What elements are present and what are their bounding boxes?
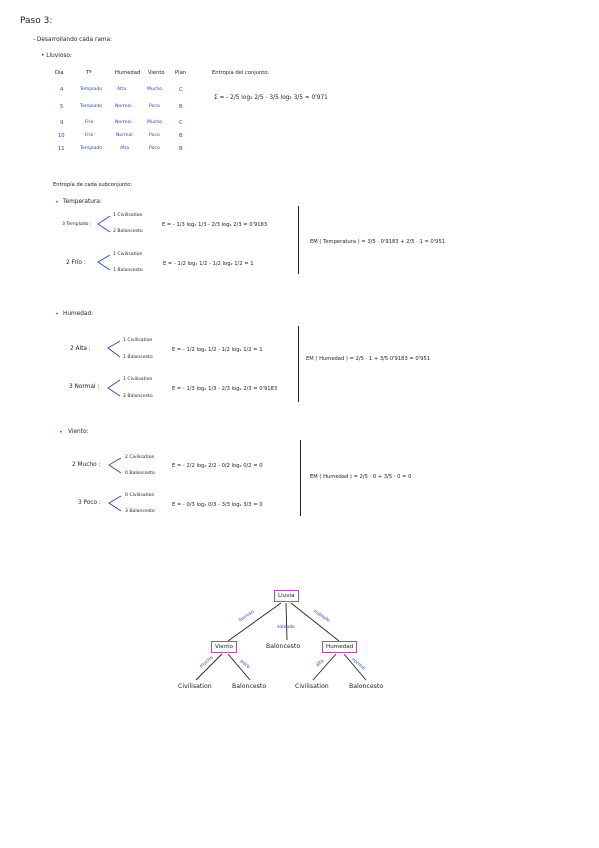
subset-label: 3 Normal : bbox=[69, 384, 100, 390]
cell: Templado bbox=[80, 87, 103, 92]
cell: C bbox=[179, 120, 183, 126]
cell: Normal bbox=[116, 133, 133, 138]
entropia-conjunto-label: Entropía del conjunto: bbox=[212, 70, 270, 76]
cell: B bbox=[179, 133, 183, 139]
branch-label: 2 Baloncesto bbox=[123, 394, 153, 399]
branch-label: 1 Civilisation bbox=[123, 377, 153, 382]
cell: B bbox=[179, 146, 183, 152]
cell: 9 bbox=[60, 120, 64, 126]
em-result: EM ( Humedad ) = 2/5 · 1 + 3/5 0'9183 = … bbox=[306, 356, 431, 362]
cell: Normal bbox=[115, 104, 132, 109]
tree-leaf: Baloncesto bbox=[349, 683, 384, 690]
cell: 11 bbox=[58, 146, 65, 152]
tree-leaf: Baloncesto bbox=[232, 683, 267, 690]
tree-leaf-middle: Baloncesto bbox=[266, 643, 301, 650]
header-dia: Día bbox=[55, 70, 64, 76]
bullet-icon: • bbox=[55, 310, 59, 318]
lluvioso-heading: • Lluvioso: bbox=[41, 53, 72, 59]
subset-label: 3 Templado : bbox=[62, 222, 92, 227]
subset-label: 2 Frío : bbox=[66, 260, 86, 266]
tree-leaf: Civilisation bbox=[178, 683, 212, 690]
entropy-formula: E = - 1/2 log₂ 1/2 - 1/2 log₂ 1/2 = 1 bbox=[172, 347, 263, 353]
tree-edges bbox=[195, 602, 367, 681]
entropy-formula: E = - 2/2 log₂ 2/2 - 0/2 log₂ 0/2 = 0 bbox=[172, 463, 263, 469]
subset-label: 3 Poco : bbox=[78, 500, 101, 506]
edge-label: soleado bbox=[277, 625, 295, 630]
em-result: EM ( Humedad ) = 2/5 · 0 + 3/5 · 0 = 0 bbox=[310, 474, 412, 480]
cell: 10 bbox=[58, 133, 65, 139]
cell: Alta bbox=[117, 87, 127, 92]
branch-label: 1 Civilisation bbox=[113, 213, 143, 218]
tree-node-humedad: Humedad bbox=[322, 641, 358, 653]
header-temperatura: Tª bbox=[86, 70, 92, 76]
branch-label: 1 Civilisation bbox=[123, 338, 153, 343]
section-heading: Viento: bbox=[68, 429, 89, 435]
brace-divider bbox=[298, 206, 299, 274]
entropia-conjunto-formula: Σ = - 2/5 log₂ 2/5 - 3/5 log₂ 3/5 = 0'97… bbox=[214, 95, 328, 101]
entropy-formula: E = - 0/3 log₂ 0/3 - 3/3 log₂ 3/3 = 0 bbox=[172, 502, 263, 508]
section-heading: Temperatura: bbox=[63, 199, 102, 205]
branch-label: 0 Baloncesto bbox=[125, 471, 155, 476]
entropy-formula: E = - 1/3 log₂ 1/3 - 2/3 log₂ 2/3 = 0'91… bbox=[162, 222, 268, 228]
section-heading: Humedad: bbox=[63, 311, 94, 317]
brace-divider bbox=[298, 326, 299, 402]
entropy-formula: E = - 1/3 log₂ 1/3 - 2/3 log₂ 2/3 = 0'91… bbox=[172, 386, 278, 392]
brace-divider bbox=[300, 440, 301, 516]
cell: 4 bbox=[60, 87, 64, 93]
header-viento: Viento bbox=[148, 70, 165, 76]
branch-label: 2 Civilisation bbox=[125, 455, 155, 460]
page-title: Paso 3: bbox=[20, 16, 53, 26]
cell: Frío bbox=[85, 133, 94, 138]
bullet-icon: • bbox=[59, 428, 63, 436]
entropy-formula: E = - 1/2 log₂ 1/2 - 1/2 log₂ 1/2 = 1 bbox=[163, 261, 254, 267]
subset-label: 2 Mucho : bbox=[72, 462, 101, 468]
branch-label: 3 Baloncesto bbox=[125, 509, 155, 514]
header-humedad: Humedad bbox=[115, 70, 141, 76]
subconjunto-label: Entropía de cada subconjunto: bbox=[53, 182, 133, 188]
chevron-icon bbox=[97, 215, 122, 512]
intro-text: - Desarrollando cada rama: bbox=[33, 37, 113, 43]
cell: C bbox=[179, 87, 183, 93]
cell: Mucho bbox=[147, 120, 163, 125]
header-plan: Plan bbox=[175, 70, 187, 76]
cell: 5 bbox=[60, 104, 64, 110]
cell: Poco bbox=[149, 146, 160, 151]
cell: Templado bbox=[80, 104, 103, 109]
cell: Poco bbox=[149, 104, 160, 109]
em-result: EM ( Temperatura ) = 3/5 · 0'9183 + 2/5 … bbox=[310, 239, 446, 245]
branch-label: 0 Civilisation bbox=[125, 493, 155, 498]
branch-label: 1 Civilisation bbox=[113, 252, 143, 257]
tree-leaf: Civilisation bbox=[295, 683, 329, 690]
tree-node-viento: Viento bbox=[211, 641, 237, 653]
branch-label: 1 Baloncesto bbox=[123, 355, 153, 360]
branch-label: 1 Baloncesto bbox=[113, 268, 143, 273]
subset-label: 2 Alta : bbox=[70, 346, 91, 352]
cell: Templado bbox=[80, 146, 103, 151]
tree-root-node: Lluvia bbox=[274, 590, 299, 602]
branch-label: 2 Baloncesto bbox=[113, 229, 143, 234]
bullet-icon: • bbox=[55, 198, 59, 206]
cell: B bbox=[179, 104, 183, 110]
cell: Poco bbox=[149, 133, 160, 138]
cell: Frío bbox=[85, 120, 94, 125]
cell: Normal bbox=[115, 120, 132, 125]
cell: Alta bbox=[120, 146, 130, 151]
cell: Mucho bbox=[147, 87, 163, 92]
